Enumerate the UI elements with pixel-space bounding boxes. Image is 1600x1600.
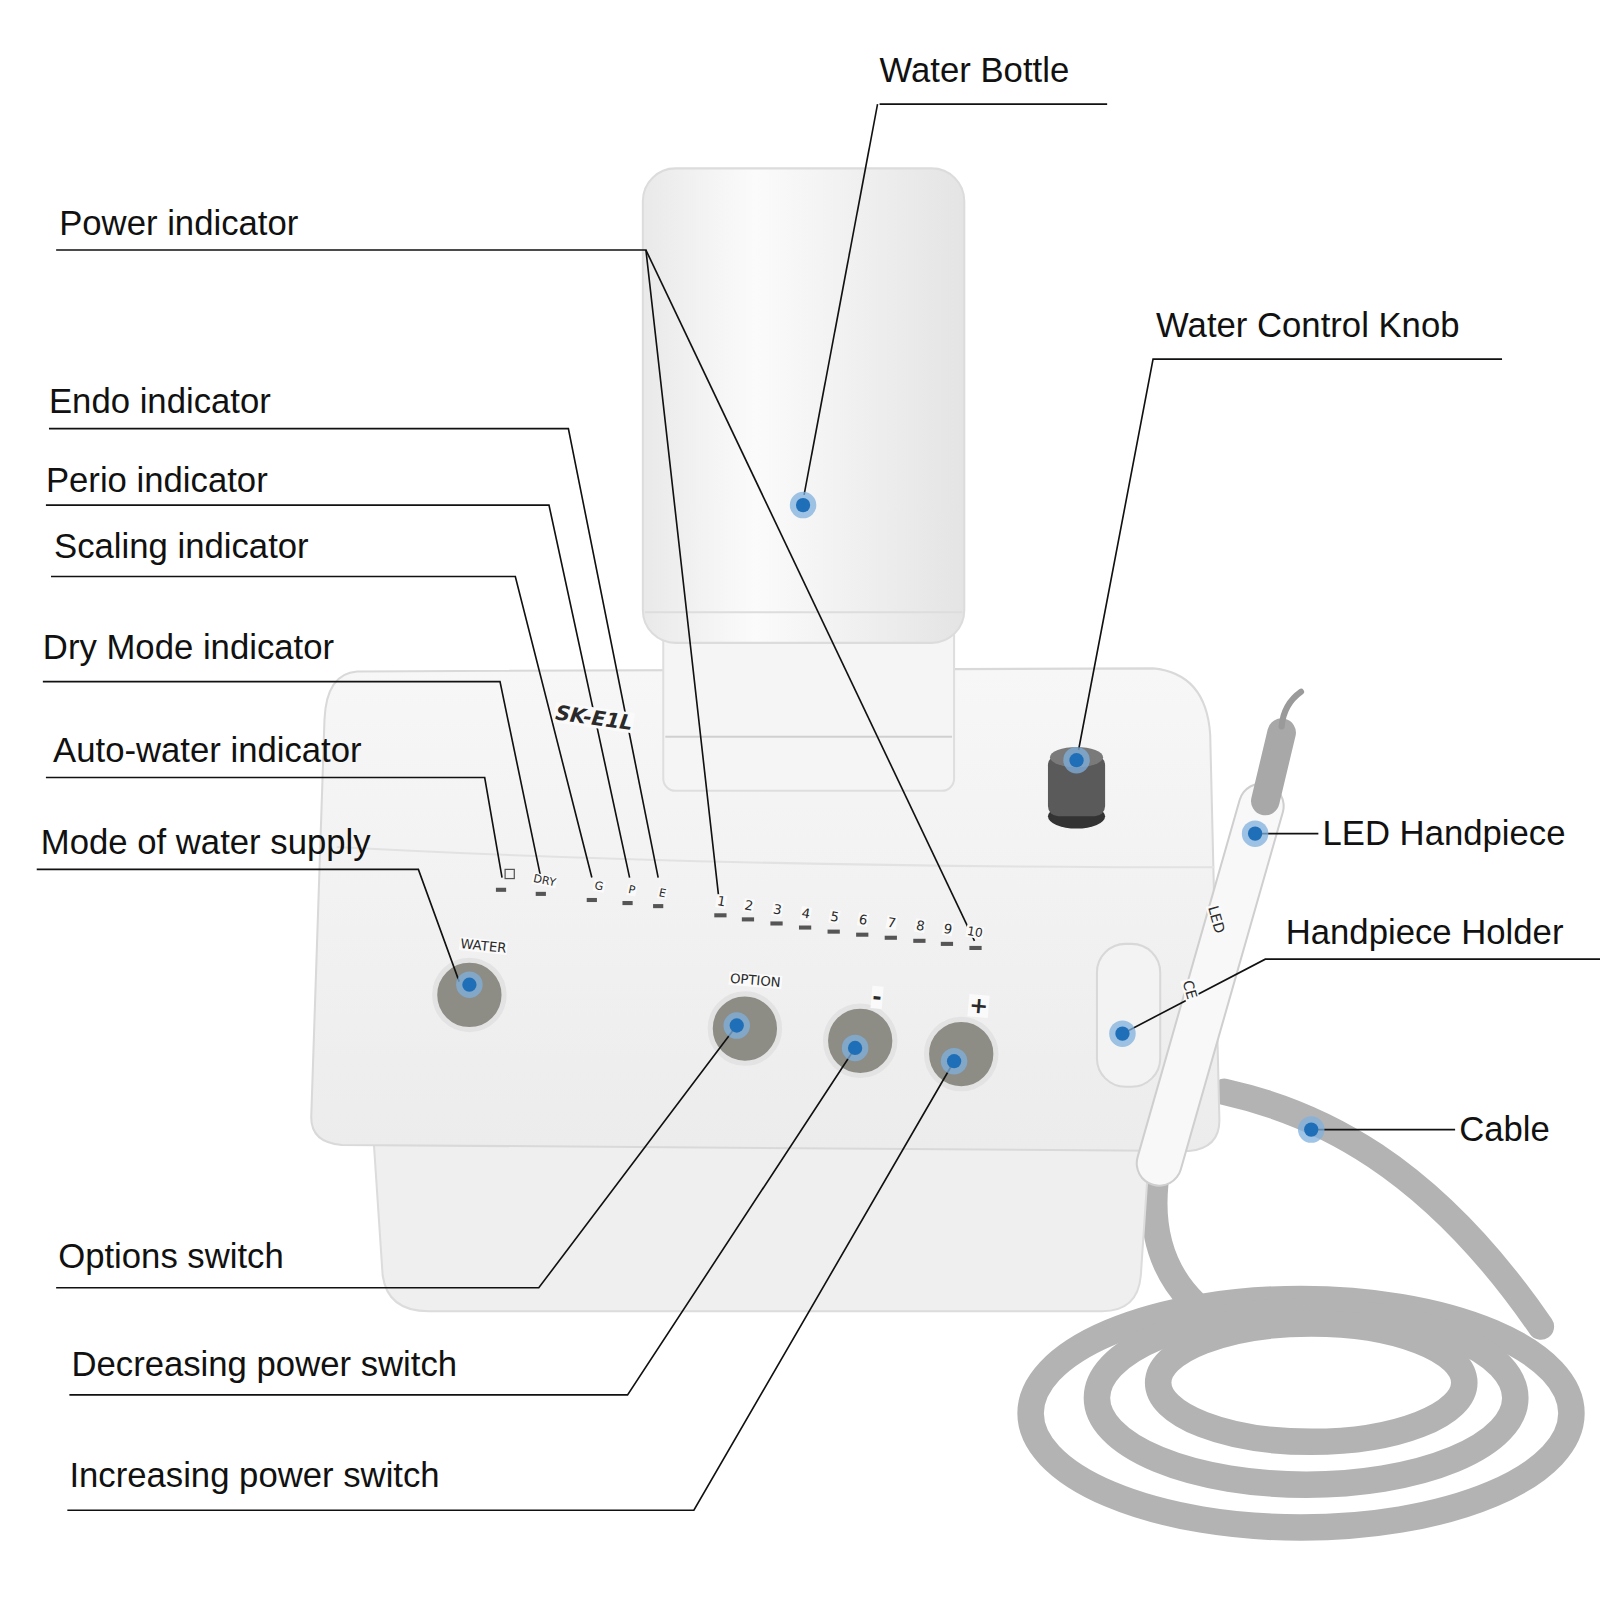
- callout-label: Handpiece Holder: [1286, 913, 1564, 951]
- device-marking: 3: [771, 902, 784, 917]
- callout-label: Water Control Knob: [1156, 306, 1459, 344]
- callout-label: Scaling indicator: [54, 528, 309, 566]
- callout-label: Perio indicator: [46, 461, 268, 499]
- callout-label: Decreasing power switch: [71, 1345, 457, 1383]
- device-marking: G: [593, 880, 606, 893]
- device-marking: -: [870, 986, 883, 1009]
- device-marking: +: [967, 994, 990, 1018]
- callout-label: Mode of water supply: [41, 823, 371, 861]
- callout-label: Options switch: [58, 1238, 284, 1276]
- device-marking: 10: [965, 924, 984, 939]
- callout-label: Endo indicator: [49, 383, 271, 421]
- callout-label: Power indicator: [59, 204, 298, 242]
- callout-label: Auto-water indicator: [53, 732, 362, 770]
- callout-label: Water Bottle: [880, 51, 1070, 89]
- callout-label: LED Handpiece: [1322, 814, 1565, 852]
- callout-label: Increasing power switch: [69, 1456, 439, 1494]
- callout-label: Cable: [1459, 1110, 1550, 1148]
- callout-label: Dry Mode indicator: [43, 629, 334, 667]
